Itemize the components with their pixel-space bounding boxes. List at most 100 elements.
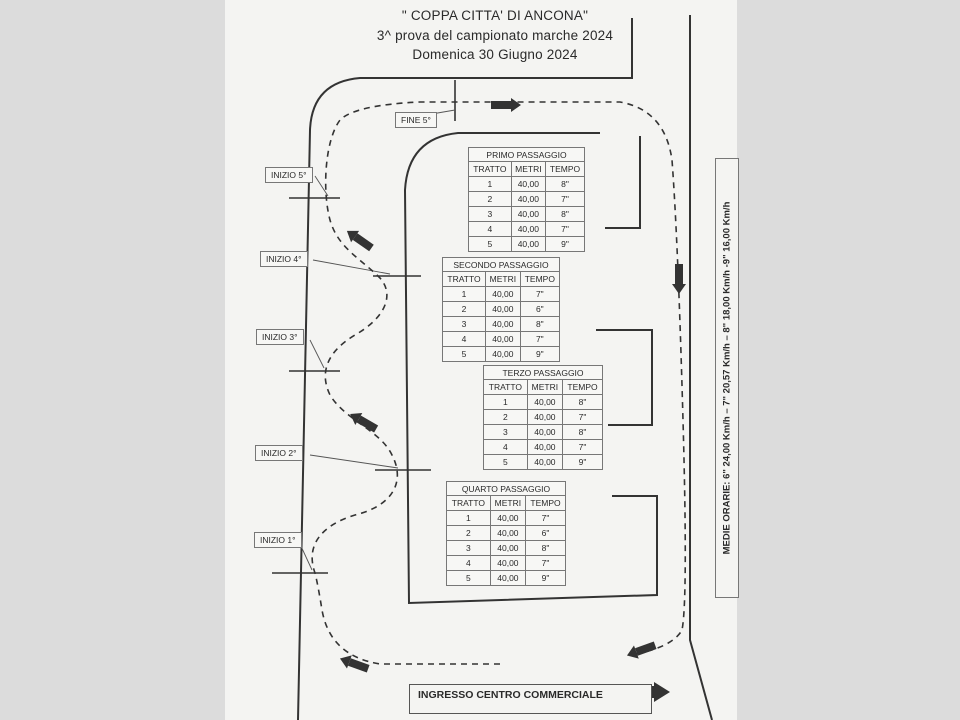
outer-road-edge	[297, 18, 633, 720]
table-cell: 7"	[524, 555, 567, 571]
table-cell: 6"	[519, 301, 561, 317]
table-cell: 7"	[544, 191, 586, 207]
table-cell: 4	[441, 331, 487, 347]
header-subtitle: 3^ prova del campionato marche 2024	[376, 28, 614, 43]
arrow-bottom-right-curve-icon	[626, 641, 657, 659]
arrow-bottom-left-icon	[339, 655, 370, 673]
table-title: QUARTO PASSAGGIO	[446, 481, 566, 496]
header-title: " COPPA CITTA' DI ANCONA"	[401, 8, 589, 23]
arrow-upleft-2-icon	[350, 412, 379, 433]
table-title: TERZO PASSAGGIO	[483, 365, 603, 380]
inizio2-leader	[309, 454, 399, 469]
table-cell: 40,00	[510, 176, 546, 192]
table-cell: 9"	[524, 570, 567, 586]
table-cell: 2	[446, 525, 491, 541]
table-cell: 8"	[524, 540, 567, 556]
right-boundary-line	[689, 15, 713, 720]
table-cell: 5	[441, 346, 487, 362]
table-cell: 40,00	[489, 570, 526, 586]
table-cell: 4	[483, 439, 528, 455]
table-cell: 7"	[519, 331, 561, 347]
table-cell: 40,00	[510, 206, 546, 222]
table-cell: 3	[446, 540, 491, 556]
column-header: TEMPO	[561, 379, 604, 395]
table-cell: 1	[441, 286, 487, 302]
medie-orarie-box: MEDIE ORARIE: 6" 24,00 Km/h – 7" 20,57 K…	[715, 158, 739, 598]
column-header: TEMPO	[544, 161, 586, 177]
table-cell: 8"	[561, 424, 604, 440]
table-cell: 40,00	[510, 191, 546, 207]
column-header: TEMPO	[524, 495, 567, 511]
label-inizio3: INIZIO 3°	[256, 329, 304, 345]
medie-orarie-text: MEDIE ORARIE: 6" 24,00 Km/h – 7" 20,57 K…	[721, 201, 733, 555]
inizio5-leader	[314, 175, 329, 197]
arrow-right-top-icon	[491, 98, 521, 112]
table-cell: 40,00	[485, 331, 521, 347]
table-cell: 3	[483, 424, 528, 440]
table-cell: 40,00	[485, 346, 521, 362]
inizio4-leader	[312, 259, 391, 275]
table-cell: 40,00	[489, 525, 526, 541]
table-cell: 5	[446, 570, 491, 586]
column-header: TEMPO	[519, 271, 561, 287]
table-cell: 4	[468, 221, 512, 237]
table-cell: 9"	[561, 454, 604, 470]
table-cell: 3	[468, 206, 512, 222]
table-cell: 40,00	[526, 394, 563, 410]
table-cell: 7"	[561, 409, 604, 425]
column-header: METRI	[526, 379, 563, 395]
table-cell: 7"	[544, 221, 586, 237]
table-cell: 40,00	[526, 409, 563, 425]
table-cell: 4	[446, 555, 491, 571]
race-path-dashed	[311, 101, 687, 665]
label-inizio4: INIZIO 4°	[260, 251, 308, 267]
table-cell: 1	[468, 176, 512, 192]
label-inizio1: INIZIO 1°	[254, 532, 302, 548]
table-cell: 2	[441, 301, 487, 317]
arrow-upleft-1-icon	[346, 230, 374, 252]
table-cell: 5	[483, 454, 528, 470]
table-cell: 40,00	[485, 301, 521, 317]
table-cell: 40,00	[526, 424, 563, 440]
table-cell: 3	[441, 316, 487, 332]
table-cell: 7"	[524, 510, 567, 526]
table-cell: 40,00	[526, 439, 563, 455]
column-header: TRATTO	[468, 161, 512, 177]
header-date: Domenica 30 Giugno 2024	[412, 47, 578, 62]
table-cell: 40,00	[485, 286, 521, 302]
table-cell: 40,00	[510, 236, 546, 252]
table-cell: 40,00	[489, 555, 526, 571]
column-header: METRI	[485, 271, 521, 287]
label-fine5: FINE 5°	[395, 112, 437, 128]
column-header: METRI	[510, 161, 546, 177]
label-inizio2: INIZIO 2°	[255, 445, 303, 461]
table-cell: 1	[483, 394, 528, 410]
table-cell: 40,00	[489, 510, 526, 526]
table-cell: 9"	[544, 236, 586, 252]
inizio1-leader	[299, 543, 313, 571]
table-cell: 40,00	[510, 221, 546, 237]
table-cell: 2	[483, 409, 528, 425]
table-cell: 40,00	[526, 454, 563, 470]
